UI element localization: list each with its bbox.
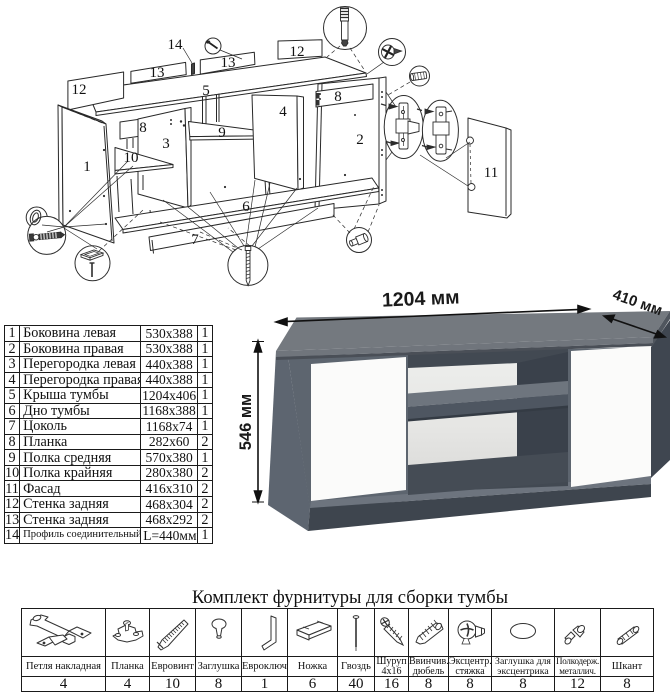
svg-text:2: 2	[356, 132, 364, 148]
svg-text:9: 9	[218, 125, 226, 141]
svg-text:10: 10	[124, 150, 139, 166]
svg-text:13: 13	[221, 55, 236, 71]
svg-text:8: 8	[139, 120, 147, 136]
svg-text:8: 8	[334, 89, 342, 105]
svg-text:12: 12	[72, 82, 87, 98]
svg-text:5: 5	[202, 83, 210, 99]
svg-text:546 мм: 546 мм	[238, 394, 255, 451]
svg-text:13: 13	[150, 65, 165, 81]
svg-text:11: 11	[484, 165, 498, 181]
svg-text:1: 1	[83, 159, 91, 175]
svg-text:6: 6	[242, 199, 250, 215]
svg-text:3: 3	[162, 136, 170, 152]
svg-text:14: 14	[168, 37, 184, 53]
svg-text:1204 мм: 1204 мм	[381, 290, 460, 312]
svg-text:7: 7	[191, 232, 199, 248]
svg-text:4: 4	[279, 104, 287, 120]
svg-text:12: 12	[290, 44, 305, 60]
